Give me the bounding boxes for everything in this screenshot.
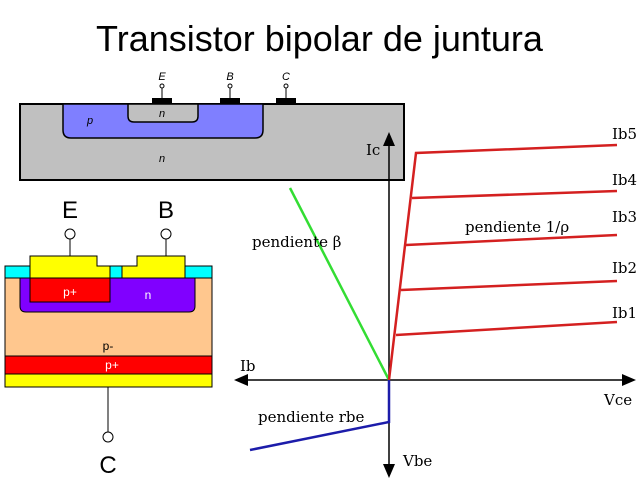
emitter-terminal bbox=[64, 228, 76, 240]
collector-terminal bbox=[102, 431, 114, 443]
vbe-axis-label: Vbe bbox=[402, 452, 432, 470]
rbe-slope-line bbox=[249, 380, 391, 452]
n-emitter-region bbox=[127, 103, 199, 123]
ib-axis-label: Ib bbox=[240, 357, 256, 375]
rbe-slope-label: pendiente rbe bbox=[258, 408, 365, 426]
emitter-contact bbox=[152, 98, 172, 104]
n-base-label: n bbox=[145, 288, 152, 302]
ic-axis-label: Ic bbox=[366, 141, 380, 159]
rho-slope-label: pendiente 1/ρ bbox=[465, 218, 569, 236]
page-title: Transistor bipolar de juntura bbox=[96, 18, 543, 59]
p-plus-collector-label: p+ bbox=[105, 358, 119, 372]
curve-ib1 bbox=[395, 320, 618, 337]
curve-ib3 bbox=[405, 233, 618, 247]
n-emitter-label: n bbox=[159, 108, 165, 120]
beta-slope-line bbox=[288, 187, 391, 381]
curve-label-ib1: Ib1 bbox=[612, 304, 637, 322]
vce-axis-arrow bbox=[622, 374, 636, 386]
curve-label-ib5: Ib5 bbox=[612, 125, 637, 143]
p-region-label: p bbox=[86, 115, 93, 127]
p-plus-emitter-region bbox=[29, 277, 111, 303]
base-terminal bbox=[160, 228, 172, 240]
curve-label-ib2: Ib2 bbox=[612, 259, 637, 277]
top-terminal-c-label: C bbox=[282, 71, 290, 83]
oxide-right bbox=[184, 265, 213, 279]
curve-ib5 bbox=[387, 143, 618, 381]
top-terminal-e-label: E bbox=[158, 71, 166, 83]
p-plus-emitter-label: p+ bbox=[63, 285, 77, 299]
curve-ib4 bbox=[411, 189, 618, 200]
top-terminal-b-label: B bbox=[226, 71, 233, 83]
curve-label-ib4: Ib4 bbox=[612, 171, 637, 189]
emitter-label: E bbox=[62, 197, 78, 224]
n-substrate-label: n bbox=[159, 153, 165, 165]
ic-axis-arrow bbox=[383, 132, 395, 146]
characteristic-graph: Ic Ib Vce Vbe Ib5 Ib4 Ib3 Ib2 Ib1 pendie… bbox=[234, 125, 637, 478]
beta-slope-label: pendiente β bbox=[252, 233, 341, 251]
vbe-axis-arrow bbox=[383, 464, 395, 478]
curve-ib2 bbox=[400, 279, 618, 292]
base-label: B bbox=[158, 197, 174, 224]
base-metal bbox=[121, 255, 186, 279]
collector-contact bbox=[276, 98, 296, 104]
bottom-cross-section: E B C p+ n p- p+ bbox=[4, 197, 213, 479]
ib-axis-arrow bbox=[234, 374, 248, 386]
p-minus-label: p- bbox=[103, 339, 114, 353]
bottom-yellow-layer bbox=[4, 373, 213, 388]
emitter-metal bbox=[29, 255, 111, 279]
collector-label: C bbox=[99, 452, 116, 479]
curve-label-ib3: Ib3 bbox=[612, 208, 637, 226]
base-contact bbox=[220, 98, 240, 104]
vce-axis-label: Vce bbox=[603, 391, 632, 409]
